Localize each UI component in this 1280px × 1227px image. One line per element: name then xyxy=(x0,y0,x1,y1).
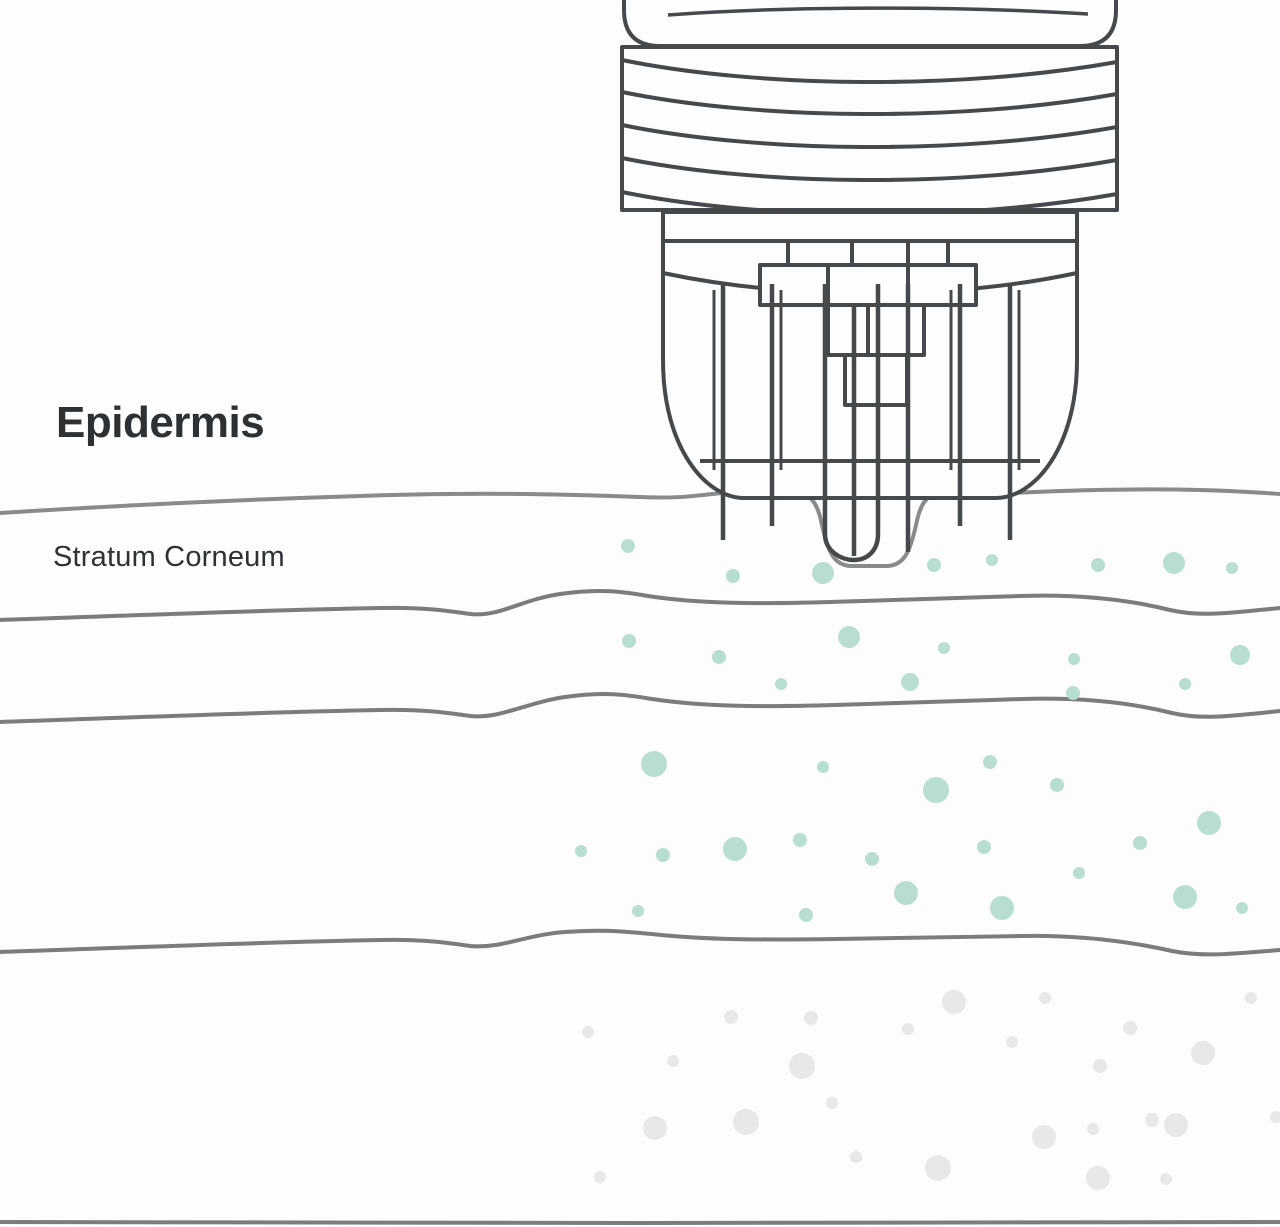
particle-dot-green xyxy=(726,569,740,583)
needle-array xyxy=(720,284,1013,563)
particle-dot-green xyxy=(983,755,997,769)
particle-dot-gray xyxy=(925,1155,951,1181)
microneedling-device xyxy=(620,0,1119,563)
particle-dot-gray xyxy=(1145,1113,1159,1127)
label-epidermis: Epidermis xyxy=(56,398,265,447)
skin-surface-line xyxy=(0,487,1280,568)
particle-dot-gray xyxy=(942,990,966,1014)
particle-dot-gray xyxy=(1191,1041,1215,1065)
particle-dot-gray xyxy=(1093,1059,1107,1073)
active-ingredient-particles-green xyxy=(575,539,1250,922)
device-cap xyxy=(622,0,1118,48)
particle-dot-gray xyxy=(1032,1125,1056,1149)
particle-dot-green xyxy=(977,840,991,854)
particle-dot-green xyxy=(901,673,919,691)
particle-dot-gray xyxy=(643,1116,667,1140)
skin-line-4 xyxy=(0,928,1280,957)
particle-dot-green xyxy=(793,833,807,847)
particle-dot-green xyxy=(575,845,587,857)
particle-dot-gray xyxy=(594,1171,606,1183)
particle-dot-green xyxy=(621,539,635,553)
particle-dot-green xyxy=(812,562,834,584)
particle-dot-green xyxy=(923,777,949,803)
particle-dot-green xyxy=(1066,686,1080,700)
particle-dot-green xyxy=(865,852,879,866)
particle-dot-green xyxy=(990,896,1014,920)
particle-dot-green xyxy=(1173,885,1197,909)
particle-dot-gray xyxy=(733,1109,759,1135)
particle-dot-green xyxy=(894,881,918,905)
particle-dot-green xyxy=(1179,678,1191,690)
particle-dot-green xyxy=(1133,836,1147,850)
particle-dot-green xyxy=(712,650,726,664)
particle-dot-gray xyxy=(1086,1166,1110,1190)
particle-dot-green xyxy=(1050,778,1064,792)
skin-line-3 xyxy=(0,691,1280,724)
particle-dot-gray xyxy=(582,1026,594,1038)
particle-dot-green xyxy=(838,626,860,648)
particle-dot-gray xyxy=(1164,1113,1188,1137)
particle-dot-green xyxy=(622,634,636,648)
device-ribbed-barrel xyxy=(620,45,1119,217)
particle-dot-gray xyxy=(724,1010,738,1024)
particle-dot-gray xyxy=(902,1023,914,1035)
particle-dot-gray xyxy=(1160,1173,1172,1185)
particle-dot-green xyxy=(1073,867,1085,879)
particle-dot-green xyxy=(938,642,950,654)
particle-dot-green xyxy=(817,761,829,773)
particle-dot-green xyxy=(641,751,667,777)
particle-dot-gray xyxy=(1270,1111,1280,1123)
skin-layer-lines xyxy=(0,487,1280,1226)
particle-dot-green xyxy=(1230,645,1250,665)
particle-dot-green xyxy=(656,848,670,862)
skin-line-bottom xyxy=(0,1220,1280,1226)
particle-dot-green xyxy=(1068,653,1080,665)
particle-dot-gray xyxy=(1039,992,1051,1004)
skin-line-2 xyxy=(0,588,1280,622)
particle-dot-gray xyxy=(1087,1123,1099,1135)
particle-dot-green xyxy=(1197,811,1221,835)
label-stratum-corneum: Stratum Corneum xyxy=(53,541,285,573)
particle-dot-gray xyxy=(826,1097,838,1109)
particle-dot-gray xyxy=(850,1151,862,1163)
particle-dot-green xyxy=(1163,552,1185,574)
particle-dot-green xyxy=(986,554,998,566)
needle-double-lines xyxy=(712,290,1021,470)
particle-dot-green xyxy=(799,908,813,922)
particle-dot-green xyxy=(927,558,941,572)
particle-dot-green xyxy=(723,837,747,861)
particle-dot-gray xyxy=(1245,992,1257,1004)
particle-dot-green xyxy=(1226,562,1238,574)
deep-tissue-particles-gray xyxy=(582,990,1280,1190)
particle-dot-gray xyxy=(1123,1021,1137,1035)
particle-dot-gray xyxy=(804,1011,818,1025)
particle-dot-gray xyxy=(667,1055,679,1067)
particle-dot-gray xyxy=(1006,1036,1018,1048)
particle-dot-green xyxy=(775,678,787,690)
particle-dot-green xyxy=(1091,558,1105,572)
particle-dot-green xyxy=(1236,902,1248,914)
particle-dot-gray xyxy=(789,1053,815,1079)
particle-dot-green xyxy=(632,905,644,917)
